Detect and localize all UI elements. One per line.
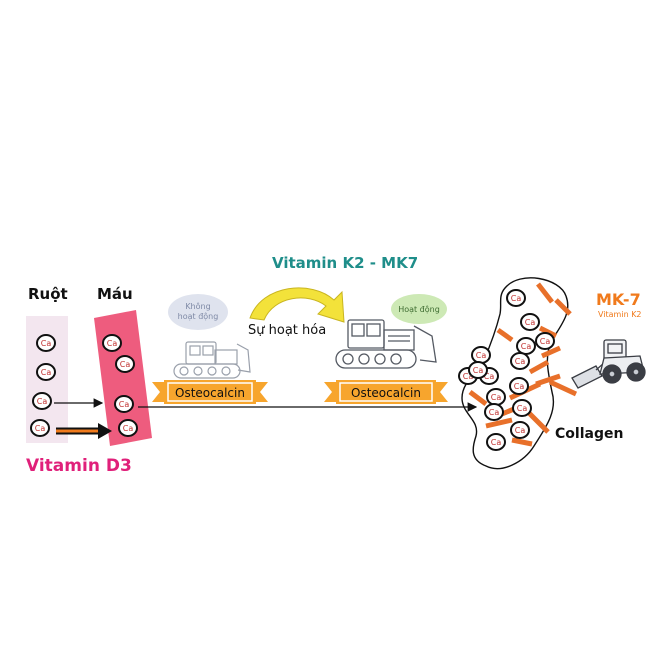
calcium-text: Ca <box>123 424 134 433</box>
mk7-label: MK-7 <box>596 290 641 309</box>
calcium-gut-1: Ca <box>36 334 56 352</box>
collagen-rod-5 <box>540 345 562 359</box>
activation-label: Sự hoạt hóa <box>248 323 327 338</box>
calcium-bone-3: Ca <box>516 337 536 355</box>
calcium-bone-4: Ca <box>510 352 530 370</box>
calcium-text: Ca <box>120 360 131 369</box>
mk7-sub-label: Vitamin K2 <box>598 310 642 319</box>
calcium-text: Ca <box>463 372 474 381</box>
collagen-rods <box>468 282 578 447</box>
calcium-bone-1: Ca <box>506 289 526 307</box>
calcium-bone-6: Ca <box>471 346 491 364</box>
calcium-gut-3: Ca <box>32 392 52 410</box>
calcium-text: Ca <box>41 339 52 348</box>
collagen-rod-3 <box>496 327 514 343</box>
calcium-bone-5: Ca <box>535 332 555 350</box>
collagen-rod-6 <box>528 359 550 375</box>
osteocalcin-label-2: Osteocalcin <box>351 386 421 400</box>
calcium-bone-15: Ca <box>468 361 488 379</box>
collagen-rod-10 <box>526 410 550 434</box>
osteocalcin-label-1: Osteocalcin <box>175 386 245 400</box>
vitamin-k2-label: Vitamin K2 - MK7 <box>272 254 419 272</box>
calcium-bone-13: Ca <box>510 421 530 439</box>
calcium-bone-11: Ca <box>512 399 532 417</box>
gut-to-blood-bold-arrow <box>56 423 112 439</box>
inactive-label-line2: hoạt động <box>178 311 219 322</box>
calcium-text: Ca <box>515 357 526 366</box>
calcium-text: Ca <box>491 438 502 447</box>
calcium-text: Ca <box>521 342 532 351</box>
calcium-text: Ca <box>37 397 48 406</box>
collagen-rod-12 <box>511 437 533 447</box>
collagen-rod-1 <box>536 282 554 304</box>
calcium-blood-3: Ca <box>114 395 134 413</box>
activation-arrow <box>249 287 345 323</box>
collagen-label: Collagen <box>555 426 624 442</box>
osteocalcin-banner-2: Osteocalcin <box>324 380 448 404</box>
calcium-bone-10: Ca <box>509 377 529 395</box>
vitamin-d3-label: Vitamin D3 <box>26 456 132 476</box>
active-label: Hoạt động <box>398 304 440 315</box>
calcium-text: Ca <box>41 368 52 377</box>
blood-label: Máu <box>97 285 133 303</box>
calcium-blood-1: Ca <box>102 334 122 352</box>
calcium-text: Ca <box>515 426 526 435</box>
bulldozer-inactive-icon <box>173 341 251 379</box>
collagen-rod-4 <box>538 325 558 339</box>
loader-mk7-icon <box>571 339 646 389</box>
gut-label: Ruột <box>28 285 68 303</box>
active-bubble <box>391 294 447 324</box>
calcium-text: Ca <box>511 294 522 303</box>
calcium-bone-9: Ca <box>486 388 506 406</box>
calcium-gut-4: Ca <box>30 419 50 437</box>
calcium-bone-2: Ca <box>520 313 540 331</box>
calcium-text: Ca <box>107 339 118 348</box>
calcium-text: Ca <box>540 337 551 346</box>
osteocalcin-banner-1: Osteocalcin <box>152 380 268 404</box>
calcium-text: Ca <box>119 400 130 409</box>
collagen-rod-7 <box>535 373 561 387</box>
calcium-text: Ca <box>473 366 484 375</box>
calcium-text: Ca <box>514 382 525 391</box>
calcium-text: Ca <box>525 318 536 327</box>
collagen-rod-11 <box>485 417 513 429</box>
calcium-bone-12: Ca <box>484 403 504 421</box>
calcium-text: Ca <box>489 408 500 417</box>
collagen-rod-14 <box>468 390 488 406</box>
calcium-bone-14: Ca <box>486 433 506 451</box>
calcium-text: Ca <box>517 404 528 413</box>
calcium-text: Ca <box>484 372 495 381</box>
calcium-text: Ca <box>491 393 502 402</box>
collagen-rod-13 <box>548 379 578 397</box>
collagen-rod-2 <box>554 298 572 316</box>
calcium-text: Ca <box>35 424 46 433</box>
calcium-text: Ca <box>476 351 487 360</box>
calcium-blood-4: Ca <box>118 419 138 437</box>
calcium-gut-2: Ca <box>36 363 56 381</box>
calcium-blood-2: Ca <box>115 355 135 373</box>
inactive-label-line1: Không <box>185 301 210 311</box>
bulldozer-active-icon <box>335 319 437 369</box>
inactive-bubble <box>168 294 228 330</box>
